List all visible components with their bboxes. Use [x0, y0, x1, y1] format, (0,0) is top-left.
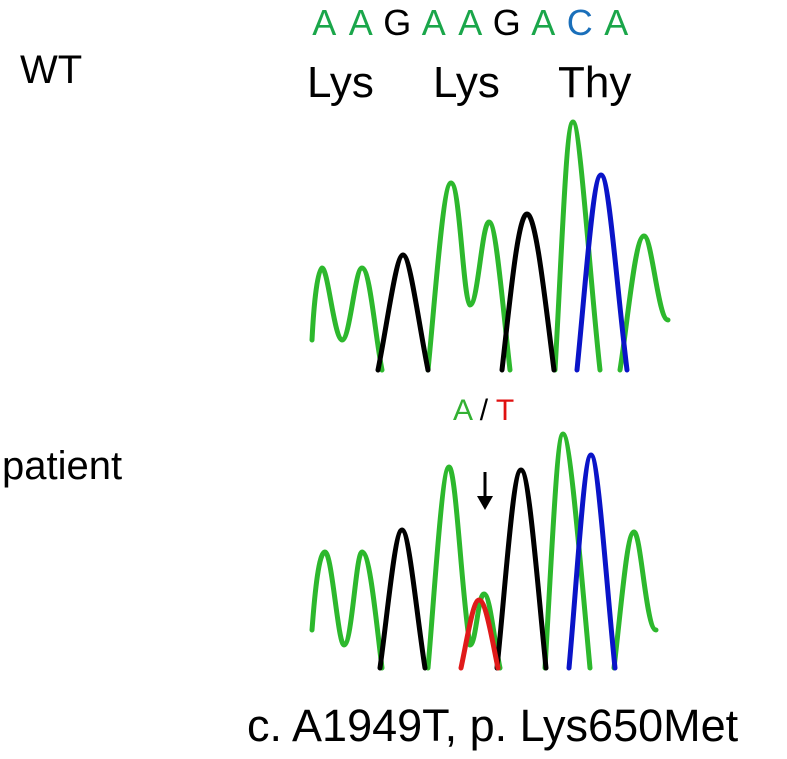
- amino-acid-1: Lys: [307, 58, 374, 107]
- base-call: A: [312, 2, 339, 43]
- wt-chromatogram: [309, 119, 671, 373]
- alt-base: T: [495, 394, 515, 427]
- base-call: A: [348, 2, 375, 43]
- base-call: A: [421, 2, 448, 43]
- ref-base: A: [453, 394, 472, 427]
- base-call: G: [492, 2, 523, 43]
- patient-label: patient: [2, 444, 123, 488]
- mutation-call: A / T: [453, 394, 514, 428]
- wt-trace-a: [309, 119, 671, 373]
- patient-chromatogram: [309, 431, 659, 671]
- patient-trace-t: [458, 597, 501, 671]
- patient-trace-c: [566, 452, 618, 671]
- wt-trace-c: [574, 172, 630, 373]
- base-call: A: [531, 2, 558, 43]
- base-call: A: [604, 2, 631, 43]
- patient-trace-g: [377, 467, 549, 671]
- wt-trace-g: [375, 211, 557, 373]
- wt-label: WT: [20, 48, 83, 92]
- mutation-arrow-icon: [477, 472, 493, 510]
- base-call: G: [383, 2, 414, 43]
- base-call: A: [458, 2, 485, 43]
- base-call: C: [566, 2, 595, 43]
- amino-acid-2: Lys: [433, 58, 500, 107]
- patient-trace-a: [309, 431, 659, 671]
- amino-acid-3: Thy: [558, 58, 632, 107]
- separator: /: [479, 394, 489, 427]
- mutation-caption: c. A1949T, p. Lys650Met: [247, 700, 739, 751]
